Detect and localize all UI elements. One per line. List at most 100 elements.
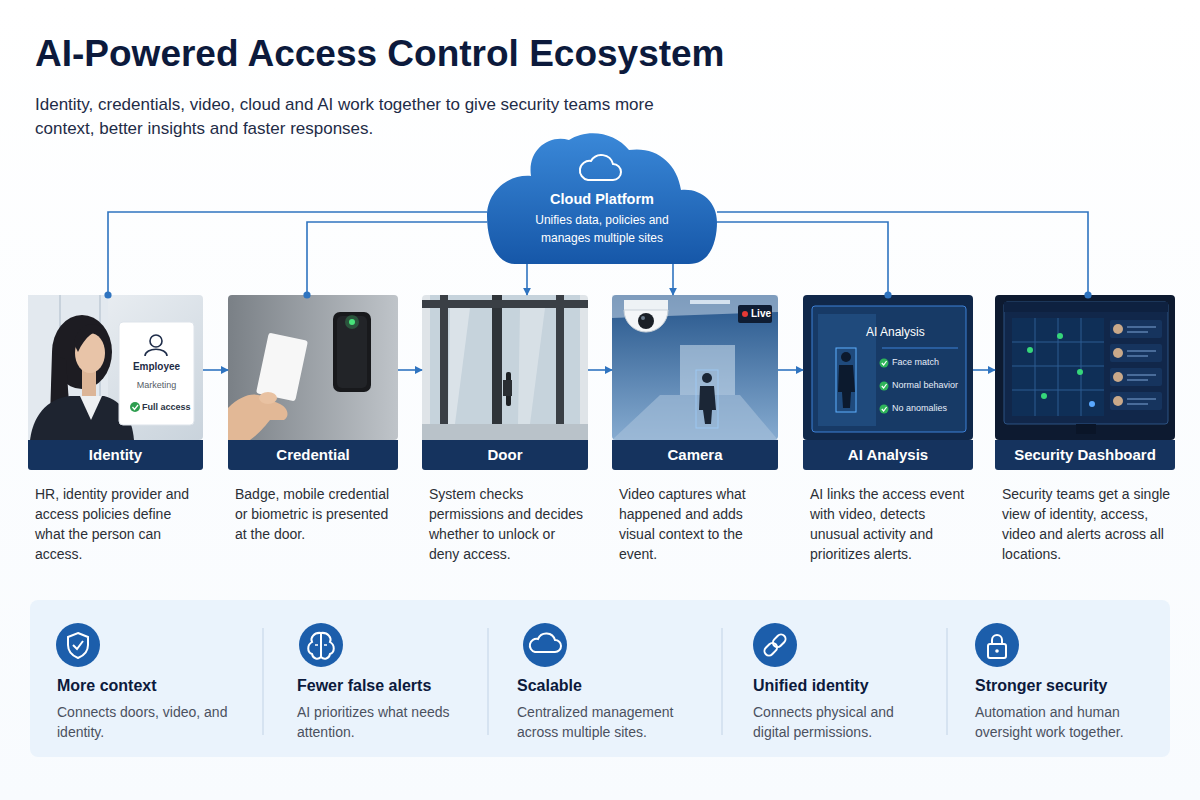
door-illustration bbox=[503, 380, 512, 396]
benefit-item: More contextConnects doors, video, and i… bbox=[57, 676, 247, 742]
credential-illustration bbox=[256, 333, 308, 402]
camera-illustration bbox=[612, 395, 778, 440]
dashboard-illustration bbox=[1110, 320, 1162, 338]
identity-illustration bbox=[80, 396, 102, 420]
ai-analysis-illustration bbox=[882, 348, 958, 349]
label-band: Security Dashboard bbox=[995, 440, 1175, 470]
process-card: IdentityHR, identity provider and access… bbox=[28, 295, 203, 564]
benefit-description: Centralized management across multiple s… bbox=[517, 702, 707, 742]
label-band: Camera bbox=[612, 440, 778, 470]
connector-line bbox=[307, 222, 487, 295]
lock-icon bbox=[975, 623, 1019, 667]
dashboard-illustration bbox=[995, 295, 1175, 440]
illustration-label: Employee bbox=[119, 361, 194, 372]
dashboard-illustration bbox=[1012, 318, 1104, 416]
dashboard-illustration bbox=[1127, 327, 1156, 404]
door-illustration bbox=[556, 295, 564, 440]
credential-illustration bbox=[259, 392, 277, 404]
dashboard-illustration bbox=[1076, 424, 1096, 434]
connector-line bbox=[717, 212, 1088, 295]
credential-illustration bbox=[228, 295, 398, 440]
ai-analysis-illustration bbox=[838, 365, 855, 408]
credential-illustration bbox=[228, 395, 287, 441]
dashboard-illustration bbox=[1041, 393, 1047, 399]
camera-illustration bbox=[624, 310, 668, 332]
dashboard-illustration bbox=[1113, 396, 1123, 406]
node-description: HR, identity provider and access policie… bbox=[28, 470, 203, 564]
benefit-title: Fewer false alerts bbox=[297, 676, 477, 696]
process-card: CredentialBadge, mobile credential or bi… bbox=[228, 295, 398, 544]
cloud-symbol bbox=[580, 155, 621, 180]
brain-icon bbox=[321, 633, 334, 659]
door-illustration bbox=[422, 295, 588, 440]
identity-illustration bbox=[30, 396, 134, 440]
identity-illustration bbox=[133, 405, 139, 410]
cloud-outline bbox=[487, 133, 717, 264]
connector-line bbox=[108, 212, 487, 295]
node-heading: Cloud Platform bbox=[517, 190, 687, 208]
identity-illustration bbox=[74, 324, 106, 352]
illustration-label: Marketing bbox=[119, 380, 194, 390]
benefit-item: ScalableCentralized management across mu… bbox=[517, 676, 707, 742]
ai-analysis-illustration bbox=[880, 382, 889, 391]
door-illustration bbox=[518, 308, 545, 424]
dashboard-illustration bbox=[1110, 344, 1162, 362]
benefit-item: Unified identityConnects physical and di… bbox=[753, 676, 933, 742]
cloud-icon bbox=[530, 633, 561, 652]
camera-illustration bbox=[612, 295, 778, 440]
ai-analysis-illustration bbox=[882, 407, 887, 411]
door-illustration bbox=[422, 295, 588, 440]
connector-line bbox=[398, 369, 422, 371]
dashboard-illustration bbox=[1057, 333, 1063, 339]
ai-analysis-illustration bbox=[882, 384, 887, 388]
camera-illustration bbox=[612, 295, 778, 440]
credential-illustration bbox=[349, 319, 355, 325]
identity-illustration bbox=[119, 322, 194, 425]
door-illustration bbox=[440, 295, 448, 440]
dashboard-illustration bbox=[1089, 401, 1095, 407]
node-description: Badge, mobile credential or biometric is… bbox=[228, 470, 398, 544]
node-description: AI links the access event with video, de… bbox=[803, 470, 973, 564]
benefit-title: Unified identity bbox=[753, 676, 933, 696]
benefit-item: Stronger securityAutomation and human ov… bbox=[975, 676, 1155, 742]
link-icon bbox=[753, 623, 797, 667]
connector-line bbox=[717, 222, 888, 295]
connector-line bbox=[672, 264, 674, 295]
benefits-panel bbox=[30, 600, 1170, 757]
node-heading: Security Dashboard bbox=[1014, 446, 1156, 463]
cloud-text: Cloud PlatformUnifies data, policies and… bbox=[517, 190, 687, 247]
connector-line bbox=[526, 264, 528, 295]
credential-illustration bbox=[337, 316, 367, 388]
lock-icon bbox=[995, 649, 999, 653]
link-icon bbox=[763, 641, 779, 657]
link-icon bbox=[753, 623, 797, 667]
ai-analysis-illustration bbox=[836, 348, 856, 412]
card-image-area bbox=[228, 295, 398, 440]
cloud-icon bbox=[523, 623, 567, 667]
brain-icon bbox=[308, 633, 321, 659]
benefit-title: Stronger security bbox=[975, 676, 1155, 696]
illustration-label: Face match bbox=[892, 357, 939, 367]
door-illustration bbox=[430, 295, 580, 440]
identity-illustration bbox=[28, 295, 203, 440]
credential-illustration bbox=[228, 295, 398, 440]
camera-illustration bbox=[638, 313, 654, 329]
camera-illustration bbox=[624, 300, 668, 310]
dashboard-illustration bbox=[1113, 372, 1123, 382]
connector-line bbox=[778, 369, 803, 371]
card-image-area bbox=[422, 295, 588, 440]
illustration-label: Normal behavior bbox=[892, 380, 958, 390]
door-illustration bbox=[448, 308, 470, 424]
illustration-label: AI Analysis bbox=[866, 325, 925, 339]
node-heading: Identity bbox=[89, 446, 142, 463]
link-icon bbox=[771, 633, 787, 649]
label-band: Credential bbox=[228, 440, 398, 470]
benefit-description: Connects physical and digital permission… bbox=[753, 702, 933, 742]
label-band: Identity bbox=[28, 440, 203, 470]
cloud-node: Cloud PlatformUnifies data, policies and… bbox=[487, 128, 717, 264]
camera-illustration bbox=[702, 373, 712, 383]
connector-line bbox=[588, 369, 612, 371]
process-card: Security DashboardSecurity teams get a s… bbox=[995, 295, 1175, 564]
dashboard-illustration bbox=[1077, 369, 1083, 375]
door-illustration bbox=[492, 295, 502, 440]
